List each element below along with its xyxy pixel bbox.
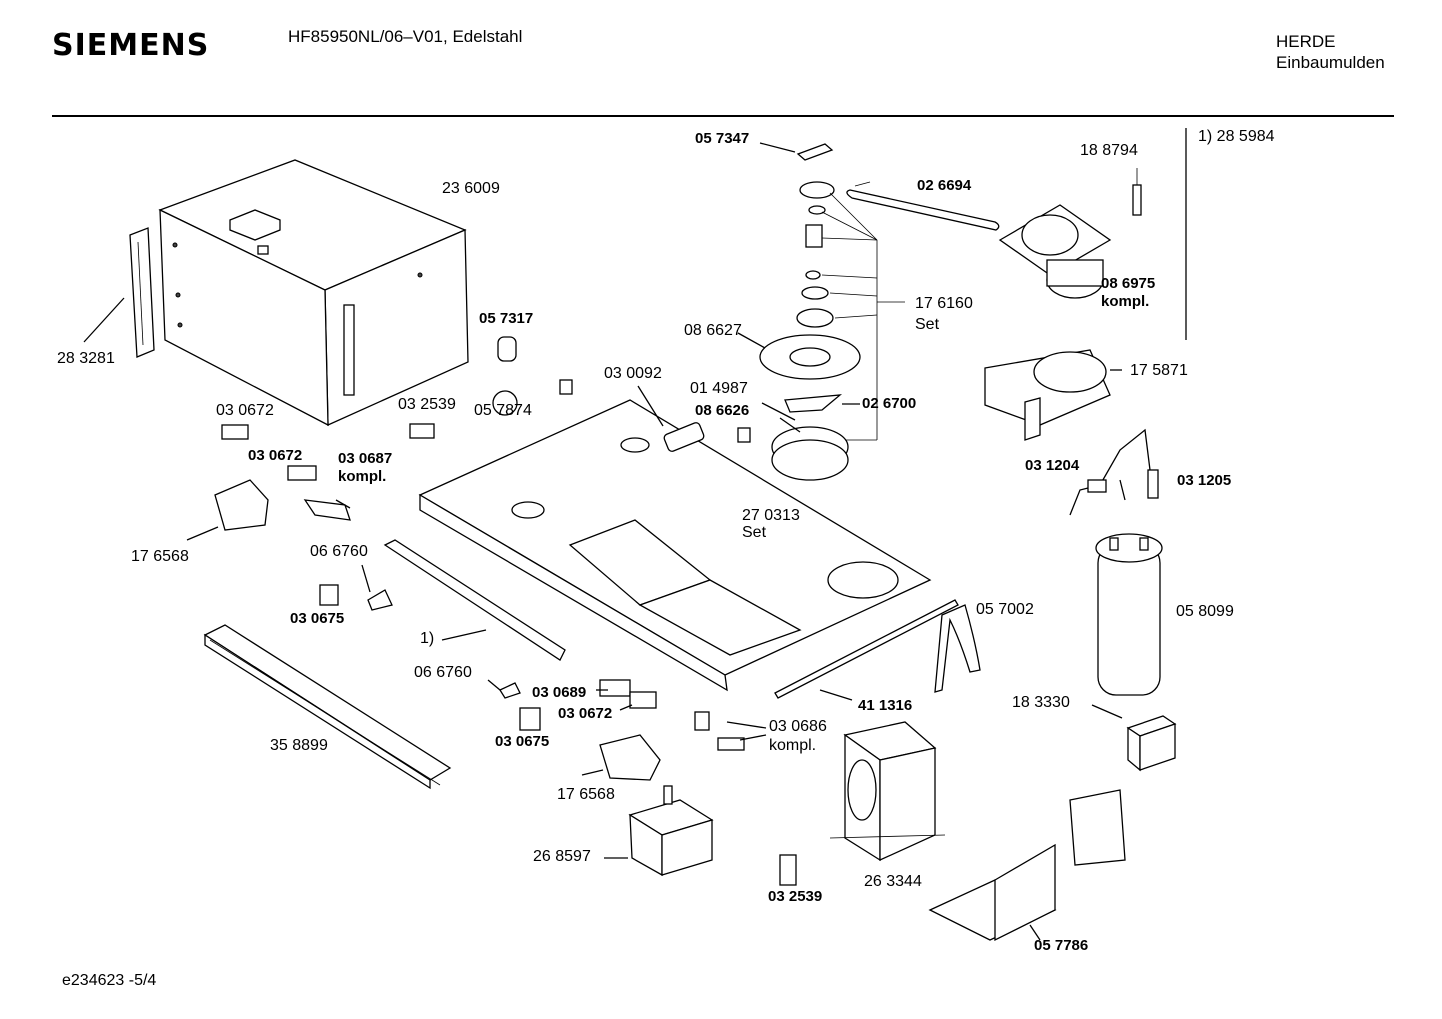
relay-part xyxy=(1091,704,1177,772)
label-05-7317: 05 7317 xyxy=(479,310,534,327)
label-28-3281: 28 3281 xyxy=(57,350,115,367)
label-05-7002: 05 7002 xyxy=(976,601,1034,618)
drive-belt-part xyxy=(846,181,1000,231)
label-03-2539-b: 03 2539 xyxy=(768,888,823,905)
label-03-0687-kompl: kompl. xyxy=(338,468,387,485)
label-05-7347: 05 7347 xyxy=(695,130,750,147)
label-17-6160-set: Set xyxy=(915,316,940,333)
label-27-0313-set: Set xyxy=(742,524,767,541)
label-08-6975: 08 6975 xyxy=(1101,275,1156,292)
mounting-bracket-part xyxy=(928,789,1126,942)
category-line-2: Einbaumulden xyxy=(1276,53,1385,72)
trim-strip-part xyxy=(383,539,566,661)
label-05-8099: 05 8099 xyxy=(1176,603,1234,620)
brand-logo: SIEMENS xyxy=(52,28,210,63)
side-rail-part xyxy=(83,227,155,358)
label-03-0672-a: 03 0672 xyxy=(216,402,274,419)
model-title: HF85950NL/06–V01, Edelstahl xyxy=(288,27,523,46)
small-parts xyxy=(186,336,797,886)
label-03-0687: 03 0687 xyxy=(338,450,393,467)
label-17-6568-a: 17 6568 xyxy=(131,548,189,565)
base-tray-part xyxy=(418,385,932,692)
category-line-1: HERDE xyxy=(1276,32,1336,51)
label-05-7874: 05 7874 xyxy=(474,402,532,419)
label-03-0686: 03 0686 xyxy=(769,718,827,735)
fan-housing-part xyxy=(984,349,1122,441)
label-03-1205: 03 1205 xyxy=(1177,472,1232,489)
label-01-4987: 01 4987 xyxy=(690,380,748,397)
thermostat-cables xyxy=(1069,428,1159,516)
label-35-8899: 35 8899 xyxy=(270,737,328,754)
label-03-0686-kompl: kompl. xyxy=(769,737,817,754)
label-17-5871: 17 5871 xyxy=(1130,362,1188,379)
label-08-6627: 08 6627 xyxy=(684,322,742,339)
label-02-6700: 02 6700 xyxy=(862,395,917,412)
label-18-8794: 18 8794 xyxy=(1080,142,1138,159)
label-02-6694: 02 6694 xyxy=(917,177,972,194)
label-footnote-1: 1) xyxy=(420,630,435,647)
label-27-0313: 27 0313 xyxy=(742,507,800,524)
label-03-0675-b: 03 0675 xyxy=(495,733,550,750)
sealing-strip-part xyxy=(774,599,959,701)
label-03-0675-a: 03 0675 xyxy=(290,610,345,627)
front-rail-part xyxy=(203,624,452,790)
magnetron-part xyxy=(604,785,714,877)
housing-cover-part xyxy=(158,159,469,427)
label-08-6626: 08 6626 xyxy=(695,402,750,419)
label-23-6009: 23 6009 xyxy=(442,180,500,197)
label-06-6760-b: 06 6760 xyxy=(414,664,472,681)
label-41-1316: 41 1316 xyxy=(858,697,913,714)
label-26-8597: 26 8597 xyxy=(533,848,591,865)
label-footnote-28-5984: 1) 28 5984 xyxy=(1198,128,1275,145)
label-05-7786: 05 7786 xyxy=(1034,937,1089,954)
label-03-0689: 03 0689 xyxy=(532,684,587,701)
label-03-1204: 03 1204 xyxy=(1025,457,1080,474)
label-17-6160: 17 6160 xyxy=(915,295,973,312)
label-06-6760-a: 06 6760 xyxy=(310,543,368,560)
label-17-6568-b: 17 6568 xyxy=(557,786,615,803)
label-03-0092: 03 0092 xyxy=(604,365,662,382)
label-18-3330: 18 3330 xyxy=(1012,694,1070,711)
retaining-clip-part xyxy=(934,604,981,693)
label-26-3344: 26 3344 xyxy=(864,873,922,890)
label-03-0672-c: 03 0672 xyxy=(558,705,613,722)
document-id: e234623 -5/4 xyxy=(62,972,157,989)
transformer-part xyxy=(829,721,946,862)
label-03-0672-b: 03 0672 xyxy=(248,447,303,464)
fan-motor-part xyxy=(998,168,1142,299)
stirrer-assembly xyxy=(737,142,905,481)
label-03-2539-a: 03 2539 xyxy=(398,396,456,413)
label-08-6975-kompl: kompl. xyxy=(1101,293,1150,310)
header-rule xyxy=(52,115,1394,117)
capacitor-part xyxy=(1095,533,1163,696)
